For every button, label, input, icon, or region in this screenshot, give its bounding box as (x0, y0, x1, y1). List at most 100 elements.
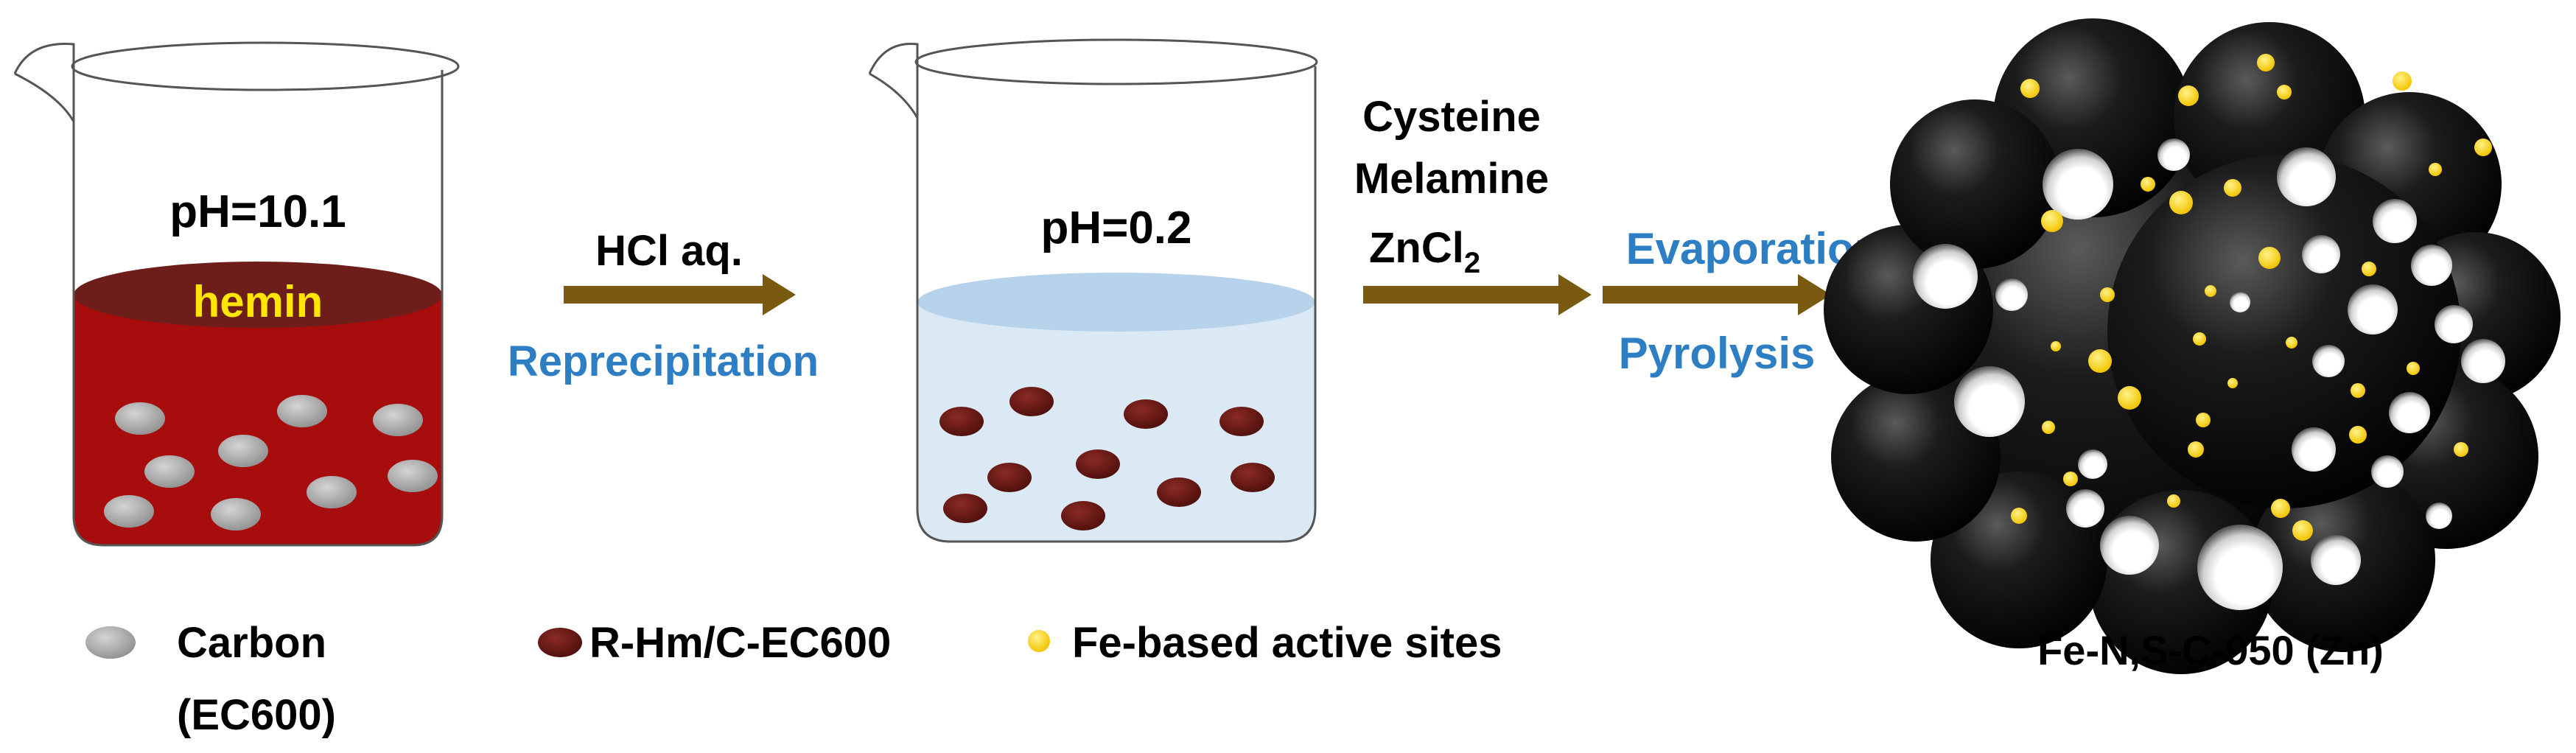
rhm-particle (1231, 463, 1275, 492)
fe-site (2020, 79, 2040, 98)
pore (2043, 149, 2113, 220)
fe-site (2292, 520, 2313, 541)
step-2: Cysteine Melamine ZnCl2 Evaporation Pyro… (1354, 93, 1882, 378)
rhm-particle-group (939, 387, 1275, 530)
legend-fe-label: Fe-based active sites (1072, 619, 1502, 667)
pore (2311, 535, 2361, 585)
acid-surface (917, 273, 1315, 332)
rhm-particle (1124, 399, 1168, 429)
legend-rhm-label: R-Hm/C-EC600 (589, 619, 891, 667)
pore (2302, 235, 2340, 273)
reagent-zncl2: ZnCl2 (1369, 224, 1480, 279)
carbon-particle (211, 498, 261, 530)
fe-site (2063, 472, 2078, 486)
carbon-particle (307, 476, 357, 508)
fe-site (2193, 332, 2206, 346)
carbon-particle-group (104, 395, 438, 530)
product-label: Fe-N,S-C-950 (Zn) (2037, 627, 2384, 673)
fe-site (2258, 247, 2281, 269)
carbon-body (1824, 18, 2561, 674)
fe-site (2271, 499, 2290, 518)
pore (2100, 516, 2159, 575)
zncl-subscript: 2 (1464, 247, 1480, 279)
fe-site (2205, 285, 2216, 297)
pore (2230, 292, 2250, 312)
pore (2197, 525, 2283, 610)
fe-site (2188, 441, 2204, 458)
fe-site (2088, 349, 2112, 373)
pore (2461, 339, 2505, 383)
fe-site (2178, 85, 2199, 106)
hcl-label: HCl aq. (595, 227, 743, 275)
hemin-label: hemin (193, 277, 323, 326)
beaker-2: pH=0.2 (868, 38, 1318, 543)
fe-site (2011, 508, 2027, 524)
rhm-particle (1219, 407, 1264, 436)
fe-site (2286, 337, 2297, 349)
pore (1995, 279, 2028, 311)
step-2-arrow-a (1363, 274, 1592, 315)
pore (2371, 455, 2404, 488)
fe-site (2041, 210, 2063, 232)
pore (2426, 502, 2452, 529)
pore (2389, 392, 2430, 433)
fe-site (2227, 378, 2238, 388)
beaker-1-rim (71, 41, 460, 91)
rhm-particle (943, 494, 987, 523)
pore (1954, 366, 2025, 437)
fe-site (2051, 341, 2061, 351)
fe-site (2362, 262, 2376, 276)
reagent-melamine: Melamine (1354, 155, 1549, 203)
legend: Carbon (EC600) R-Hm/C-EC600 Fe-based act… (85, 619, 1502, 739)
fe-site (2474, 139, 2492, 156)
fe-site (2351, 383, 2365, 398)
fe-site (2196, 413, 2211, 427)
step-1-arrow (564, 274, 796, 315)
legend-carbon-label-line1: Carbon (177, 619, 326, 667)
fe-site (2277, 85, 2292, 99)
pore (2348, 284, 2398, 335)
reagent-cysteine: Cysteine (1362, 93, 1541, 141)
legend-rhm-swatch (538, 628, 582, 657)
carbon-particle (115, 402, 165, 435)
hemin-surface (74, 262, 442, 328)
rhm-particle (1157, 477, 1201, 507)
carbon-particle (388, 460, 438, 492)
legend-carbon-swatch (85, 626, 136, 659)
pore (2373, 199, 2417, 243)
fe-site (2257, 54, 2275, 71)
pore (2078, 449, 2107, 479)
beaker-2-rim (914, 38, 1318, 85)
fe-site (2429, 163, 2442, 176)
rhm-particle (987, 463, 1032, 492)
step-1: HCl aq. Reprecipitation (508, 227, 819, 385)
carbon-particle (104, 495, 154, 528)
carbon-particle (144, 455, 195, 488)
fe-site (2407, 362, 2420, 375)
beaker-2-outline (868, 43, 1317, 543)
fe-site-group (2011, 54, 2492, 541)
pore (1913, 244, 1978, 309)
fe-site (2393, 71, 2412, 91)
pore (2292, 427, 2336, 472)
beaker-1-outline (13, 43, 444, 547)
rhm-particle (1061, 501, 1105, 530)
carbon-particle (373, 404, 423, 436)
pyrolysis-label: Pyrolysis (1619, 329, 1816, 378)
legend-fe-swatch (1028, 630, 1050, 652)
fe-site (2169, 191, 2193, 214)
fe-site (2167, 494, 2180, 508)
carbon-particle (218, 435, 268, 467)
pore (2435, 305, 2473, 343)
fe-site (2224, 179, 2241, 197)
porous-carbon-product (1824, 18, 2561, 674)
beaker-2-ph-label: pH=0.2 (1040, 203, 1191, 253)
fe-site (2454, 442, 2468, 457)
pore (2157, 139, 2190, 171)
pore (2411, 245, 2452, 286)
pore (2066, 489, 2104, 528)
pore (2312, 345, 2345, 377)
beaker-1-ph-label: pH=10.1 (169, 186, 346, 237)
zncl-main: ZnCl (1369, 224, 1464, 272)
rhm-particle (1009, 387, 1054, 416)
